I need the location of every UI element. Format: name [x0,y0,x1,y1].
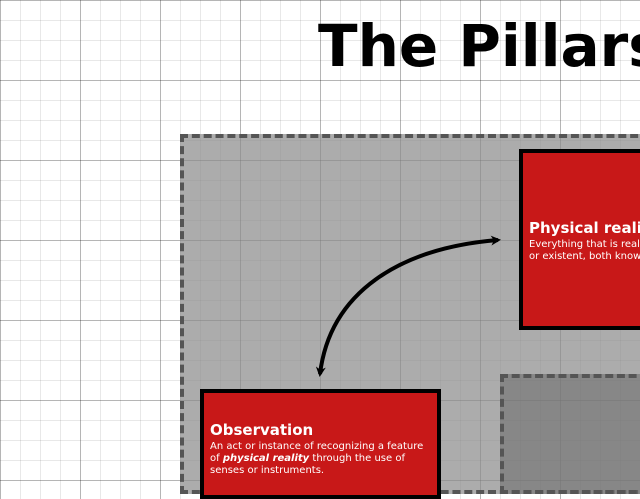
observation-text-before: An act or instance of recognizing a feat… [210,441,424,464]
connector-layer [315,235,501,377]
physical-reality-line-2: or existent, both known [529,251,640,262]
physical-reality-line-1: Everything that is real (o [529,239,640,250]
physical-reality-title: Physical reality [529,219,640,237]
observation-description: An act or instance of recognizing a feat… [210,441,435,477]
observation-text-after: through the use of senses or instruments… [210,453,405,476]
observation-title: Observation [210,421,314,439]
physical-reality-description: Everything that is real (o or existent, … [529,239,640,263]
physical-reality-card[interactable]: Physical reality Everything that is real… [519,149,640,330]
inner-group-frame [500,374,640,494]
observation-physical-reality-arrow [315,235,501,377]
observation-physical-reality-ref: physical reality [222,453,310,464]
page-title: The Pillars [318,12,640,80]
